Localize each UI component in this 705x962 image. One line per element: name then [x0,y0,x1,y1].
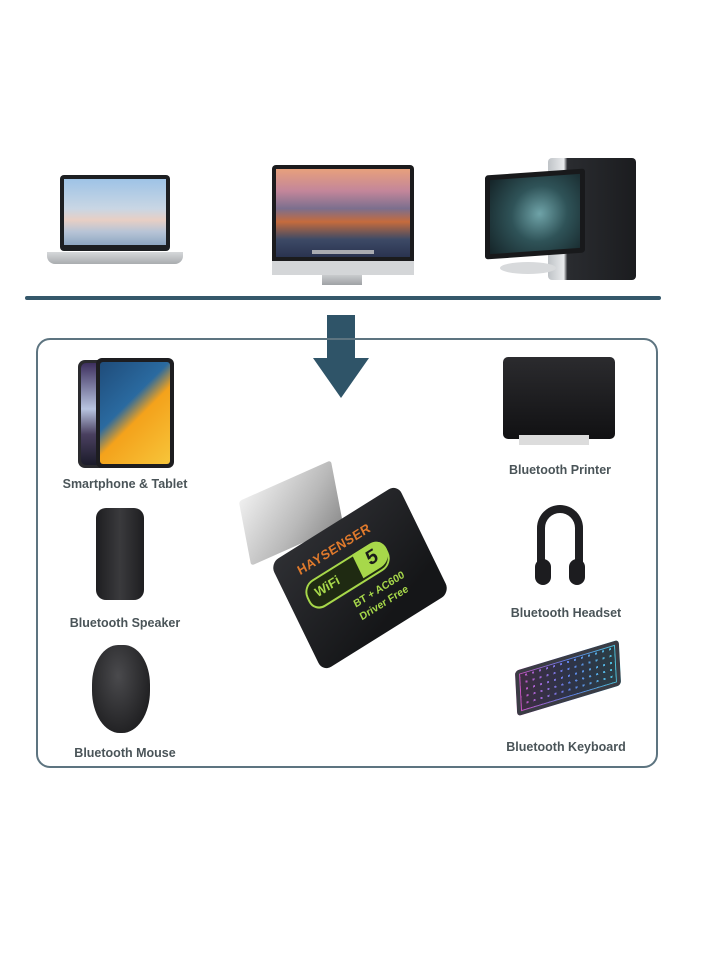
mouse-image [92,645,150,733]
wifi-generation: 5 [351,536,393,579]
headset-image [535,505,585,585]
speaker-image [96,508,144,600]
laptop-image [60,175,170,251]
desktop-monitor-image [485,168,585,260]
down-arrow-head-icon [313,358,369,398]
compatible-devices-panel [36,338,658,768]
headset-label: Bluetooth Headset [510,606,622,620]
desktop-monitor-stand [500,262,556,274]
divider-line [25,296,661,300]
tablet-image [96,358,174,468]
speaker-label: Bluetooth Speaker [69,616,181,630]
down-arrow-icon [327,315,355,360]
imac-image [272,165,414,261]
imac-chin [272,261,414,275]
laptop-base [47,252,183,264]
imac-stand [322,275,362,285]
printer-label: Bluetooth Printer [508,463,612,477]
mouse-label: Bluetooth Mouse [74,746,176,760]
wifi-label: WiFi [312,572,342,601]
keyboard-label: Bluetooth Keyboard [506,740,626,754]
printer-image [503,357,615,445]
smartphone-tablet-label: Smartphone & Tablet [62,477,188,491]
